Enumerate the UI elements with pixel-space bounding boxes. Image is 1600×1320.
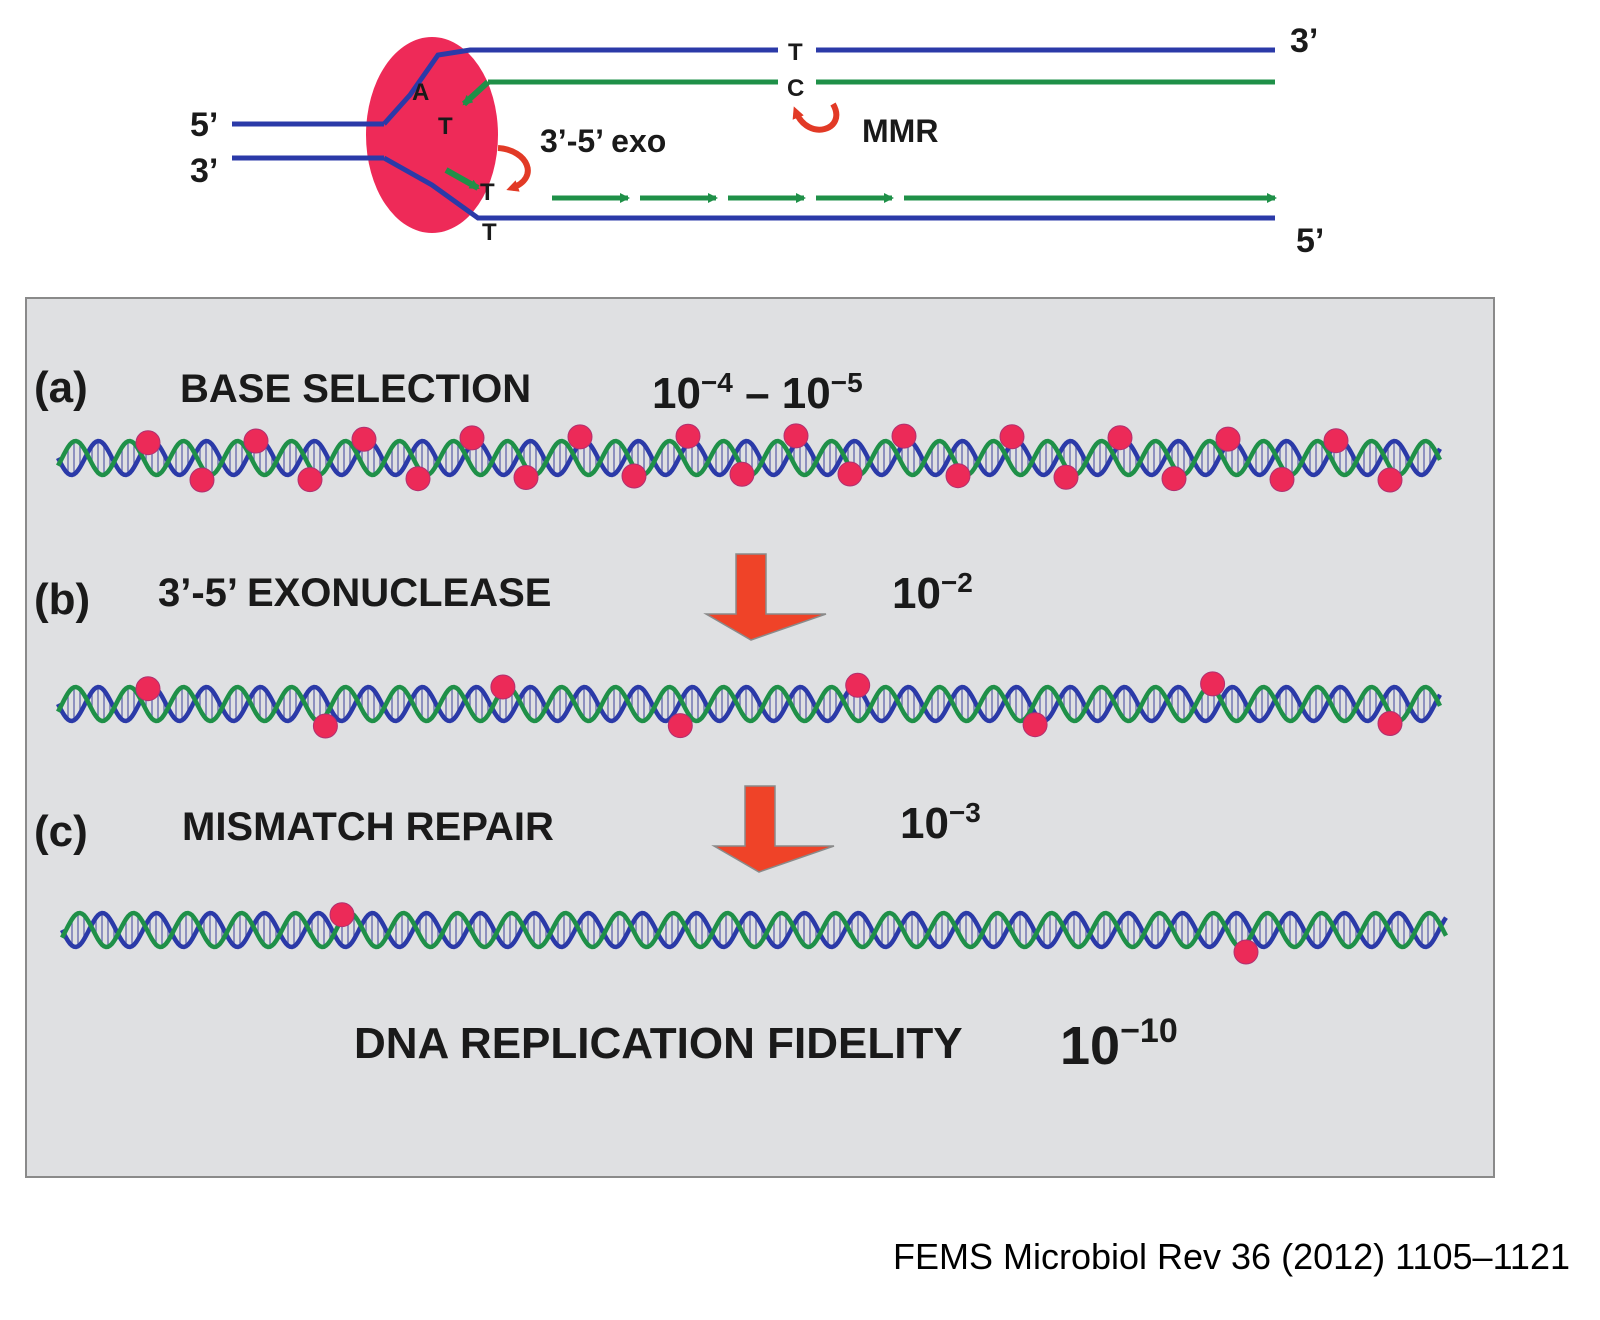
base-a: A <box>412 79 429 106</box>
row-exonuclease: (b) 3’-5’ EXONUCLEASE 10−2 <box>34 553 973 641</box>
mismatch-dot <box>459 425 485 451</box>
base-t-lagging: T <box>480 179 495 206</box>
citation: FEMS Microbiol Rev 36 (2012) 1105–1121 <box>892 1236 1570 1277</box>
helix-strand-parent <box>55 438 1442 478</box>
dna-helix-base-selection <box>55 423 1443 493</box>
mismatch-dot <box>621 463 647 489</box>
mismatch-dot <box>1053 464 1079 490</box>
mismatch-dot <box>243 428 269 454</box>
row-error-rate: 10−2 <box>892 567 973 618</box>
fidelity-rate: 10−10 <box>1060 1012 1178 1076</box>
strand-end-right-top: 3’ <box>1290 22 1318 60</box>
mismatch-dot <box>189 467 215 493</box>
strand-end-right-bottom: 5’ <box>1296 222 1324 260</box>
exo-curved-arrow <box>497 145 531 192</box>
mmr-curved-arrow <box>792 102 840 133</box>
mismatch-dot <box>312 713 338 739</box>
mismatch-dot <box>999 424 1025 450</box>
mismatch-dot <box>1377 711 1403 736</box>
mismatch-dot <box>837 461 863 487</box>
row-error-rate: 10−3 <box>900 797 981 848</box>
mismatch-dot <box>1161 466 1187 492</box>
mismatch-dot <box>675 423 701 449</box>
mismatch-dot <box>1200 671 1226 697</box>
replication-fork: 5’ 3’ 3’ 5’ A T T T T C 3’-5’ exo MMR <box>190 22 1324 260</box>
row-step-name: 3’-5’ EXONUCLEASE <box>158 571 551 615</box>
mmr-gap <box>778 40 816 92</box>
base-t-leading: T <box>438 113 453 140</box>
mmr-label: MMR <box>862 113 938 149</box>
mismatch-dot <box>1269 467 1295 492</box>
row-letter: (a) <box>34 363 88 412</box>
row-base-selection: (a) BASE SELECTION 10−4 – 10−5 <box>34 363 863 418</box>
exo-label: 3’-5’ exo <box>540 123 666 159</box>
mismatch-dot <box>135 676 161 702</box>
mismatch-dot <box>1107 425 1133 451</box>
fidelity-label: DNA REPLICATION FIDELITY <box>354 1019 963 1068</box>
mismatch-dot <box>490 674 516 700</box>
row-letter: (c) <box>34 807 88 856</box>
strand-end-left-bottom: 3’ <box>190 152 218 190</box>
base-c-mismatch: C <box>787 75 804 102</box>
fidelity-panel <box>25 297 1495 1178</box>
mismatch-dot <box>1323 428 1349 454</box>
mismatch-dot <box>729 461 755 487</box>
mismatch-dot <box>1233 939 1259 965</box>
mismatch-dot <box>405 466 431 492</box>
mismatch-dot <box>783 423 809 449</box>
base-t-mismatch: T <box>788 39 803 66</box>
row-letter: (b) <box>34 575 90 624</box>
row-step-name: MISMATCH REPAIR <box>182 805 554 849</box>
dna-helix-mismatch-repair <box>59 902 1448 965</box>
strand-end-left-top: 5’ <box>190 106 218 144</box>
helix-strand-new <box>60 910 1448 950</box>
mismatch-dot <box>1377 467 1403 493</box>
mismatch-dot <box>329 902 355 928</box>
down-arrow <box>711 785 835 873</box>
mismatch-dot <box>297 467 323 493</box>
mismatch-dot <box>1022 712 1048 738</box>
row-error-rate: 10−4 – 10−5 <box>652 367 863 418</box>
mismatch-dot <box>945 463 971 489</box>
mismatch-dot <box>135 430 161 456</box>
helix-strand-parent <box>59 910 1448 950</box>
new-strand-top-arrow <box>461 79 491 107</box>
mismatch-dot <box>351 426 377 452</box>
mismatch-dot <box>567 424 593 450</box>
dna-helix-exonuclease <box>55 671 1443 739</box>
down-arrow <box>703 553 827 641</box>
mismatch-dot <box>845 672 871 698</box>
mismatch-dot <box>1215 426 1241 452</box>
parent-strand-top-fork <box>382 47 1275 126</box>
base-t-bottom: T <box>482 219 497 246</box>
parent-strand-bottom-fork <box>382 155 1275 221</box>
helix-strand-parent <box>55 684 1442 724</box>
mismatch-dot <box>513 465 539 490</box>
row-step-name: BASE SELECTION <box>180 367 531 411</box>
lagging-strand-arrow <box>444 167 480 191</box>
mismatch-dot <box>667 713 693 739</box>
mismatch-dot <box>891 423 917 449</box>
row-mismatch-repair: (c) MISMATCH REPAIR 10−3 <box>34 785 981 873</box>
